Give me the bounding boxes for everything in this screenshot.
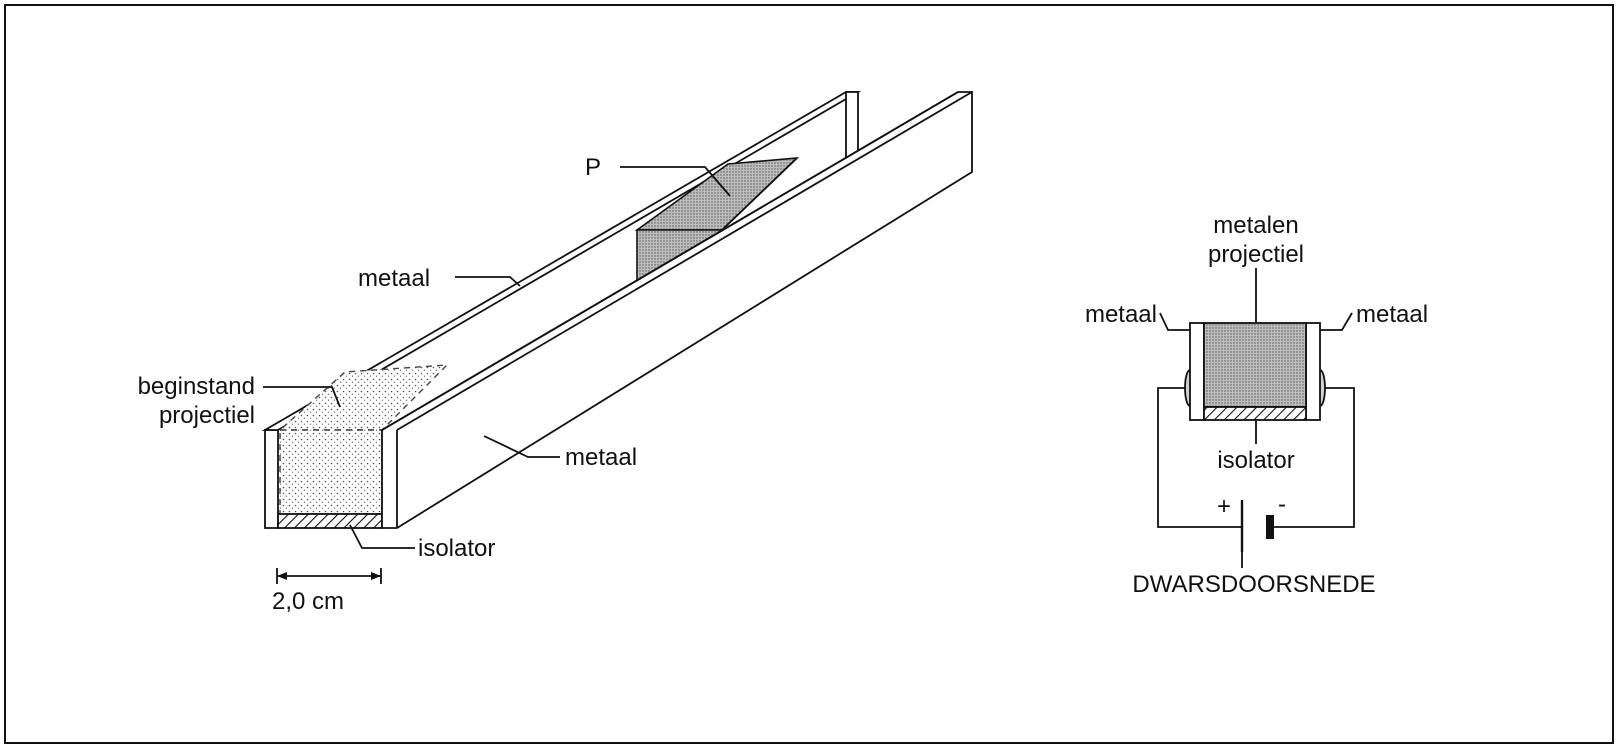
projectile-p-edge	[721, 157, 798, 231]
label-isolator: isolator	[418, 535, 495, 562]
label-metaal-right: metaal	[565, 444, 637, 471]
rail-3d-view: P metaal beginstand projectiel metaal is…	[138, 91, 973, 615]
label-scale: 2,0 cm	[272, 588, 344, 615]
metal-projectile	[1203, 322, 1307, 408]
cross-insulator	[1203, 406, 1307, 421]
leader-metaal-right	[483, 435, 560, 458]
rail-right	[1305, 322, 1321, 421]
insulator-strip	[277, 513, 383, 529]
label-metalen: metalen	[1213, 212, 1298, 239]
label-metaal-right-cs: metaal	[1356, 301, 1428, 328]
leader-metaal-left	[1159, 312, 1190, 331]
leader-beginstand	[263, 386, 341, 408]
leader-p	[620, 166, 731, 197]
label-isolator-cs: isolator	[1217, 447, 1294, 474]
label-dwarsdoorsnede: DWARSDOORSNEDE	[1132, 571, 1375, 598]
label-metaal-left-cs: metaal	[1085, 301, 1157, 328]
label-beginstand-2: projectiel	[159, 402, 255, 429]
figure-frame	[4, 4, 1614, 744]
front-rail-top-edge	[396, 91, 973, 431]
cross-section-view: + - metalen projectiel metaal metaal iso…	[1085, 212, 1428, 598]
label-beginstand-1: beginstand	[138, 373, 255, 400]
circuit-wire	[1157, 387, 1242, 528]
leader-metaal-top	[455, 276, 521, 287]
front-rail-inner-edge	[381, 91, 959, 431]
label-plus: +	[1217, 493, 1231, 520]
back-rail-side	[845, 91, 859, 162]
label-projectiel: projectiel	[1208, 241, 1304, 268]
leader-metaal-right-cs	[1320, 312, 1353, 331]
leader-isolator	[349, 524, 415, 549]
label-minus: -	[1278, 491, 1286, 518]
rail-left	[1189, 322, 1205, 421]
label-p: P	[585, 154, 601, 181]
battery-plate-minus	[1266, 515, 1274, 539]
projectile-start-front	[279, 429, 383, 515]
back-rail-front-face	[264, 429, 279, 529]
label-metaal-top: metaal	[358, 265, 430, 292]
